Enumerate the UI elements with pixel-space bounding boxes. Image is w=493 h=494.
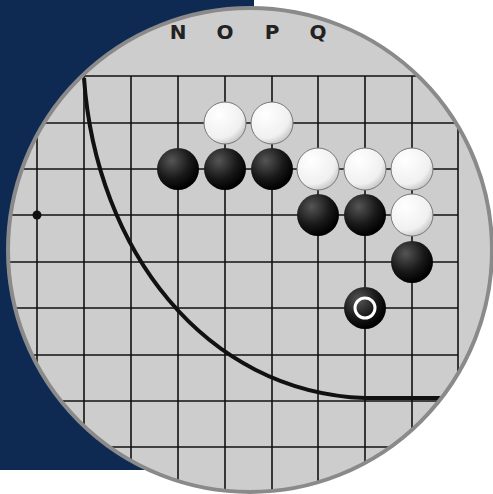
column-coordinate: Q bbox=[309, 22, 326, 42]
column-coordinate: P bbox=[265, 22, 280, 42]
column-coordinate: N bbox=[170, 22, 187, 42]
last-move-marker bbox=[355, 298, 375, 318]
grid-lines bbox=[0, 76, 458, 494]
circle-frame bbox=[8, 8, 492, 492]
stones bbox=[157, 102, 433, 329]
star-point bbox=[33, 211, 42, 220]
column-coordinate: O bbox=[216, 22, 233, 42]
boundary-curve bbox=[84, 78, 458, 398]
